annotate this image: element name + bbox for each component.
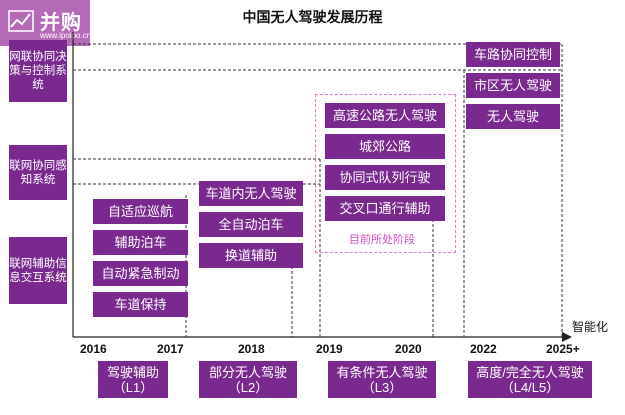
- logo-url-text: www.ipoipo.cn: [40, 31, 92, 40]
- l3-item-intersection: 交叉口通行辅助: [325, 196, 445, 221]
- year-2025plus: 2025+: [546, 342, 580, 356]
- year-2020: 2020: [395, 342, 422, 356]
- left-label-decision: 网联协同决策与控制系统: [9, 40, 67, 102]
- l1-item-parking-assist: 辅助泊车: [93, 230, 188, 255]
- l1-item-aeb: 自动紧急制动: [93, 261, 188, 286]
- l4-item-v2x-control: 车路协同控制: [466, 42, 560, 67]
- level-l1-name: 驾驶辅助: [106, 364, 159, 380]
- l2-item-lane-change: 换道辅助: [199, 243, 303, 268]
- year-2022: 2022: [470, 342, 497, 356]
- level-l4: 高度/完全无人驾驶 （L4/L5）: [468, 361, 592, 398]
- l4-item-driverless: 无人驾驶: [466, 104, 560, 129]
- year-2017: 2017: [157, 342, 184, 356]
- level-l4-name: 高度/完全无人驾驶: [476, 364, 584, 380]
- left-label-info: 联网辅助信息交互系统: [9, 237, 67, 304]
- level-l3-name: 有条件无人驾驶: [336, 364, 428, 380]
- left-label-perception: 联网协同感知系统: [9, 145, 67, 200]
- level-l4-code: （L4/L5）: [500, 379, 560, 395]
- level-l3: 有条件无人驾驶 （L3）: [328, 361, 436, 398]
- current-stage-frame: [315, 94, 456, 253]
- axis-arrow: [562, 332, 572, 342]
- level-l1-code: （L1）: [112, 379, 154, 395]
- l4-item-urban: 市区无人驾驶: [466, 73, 560, 98]
- l3-item-highway: 高速公路无人驾驶: [325, 103, 445, 128]
- year-2019: 2019: [316, 342, 343, 356]
- brand-logo: 并购家 www.ipoipo.cn: [0, 0, 92, 63]
- diagram-title: 中国无人驾驶发展历程: [242, 9, 383, 25]
- l2-item-in-lane: 车道内无人驾驶: [199, 181, 303, 206]
- level-l3-code: （L3）: [361, 379, 403, 395]
- l1-item-acc: 自适应巡航: [93, 199, 188, 224]
- chart-trend-icon: [8, 10, 34, 32]
- current-stage-label: 目前所处阶段: [349, 234, 415, 246]
- level-l2-name: 部分无人驾驶: [208, 364, 287, 380]
- level-l2: 部分无人驾驶 （L2）: [199, 361, 297, 398]
- year-2016: 2016: [80, 342, 107, 356]
- level-l1: 驾驶辅助 （L1）: [98, 361, 168, 398]
- l1-item-lane-keep: 车道保持: [93, 292, 188, 317]
- year-2018: 2018: [238, 342, 265, 356]
- l3-item-suburban: 城郊公路: [325, 134, 445, 159]
- l3-item-platoon: 协同式队列行驶: [325, 165, 445, 190]
- level-l2-code: （L2）: [227, 379, 269, 395]
- axis-label-intelligence: 智能化: [572, 320, 609, 334]
- l2-item-auto-park: 全自动泊车: [199, 212, 303, 237]
